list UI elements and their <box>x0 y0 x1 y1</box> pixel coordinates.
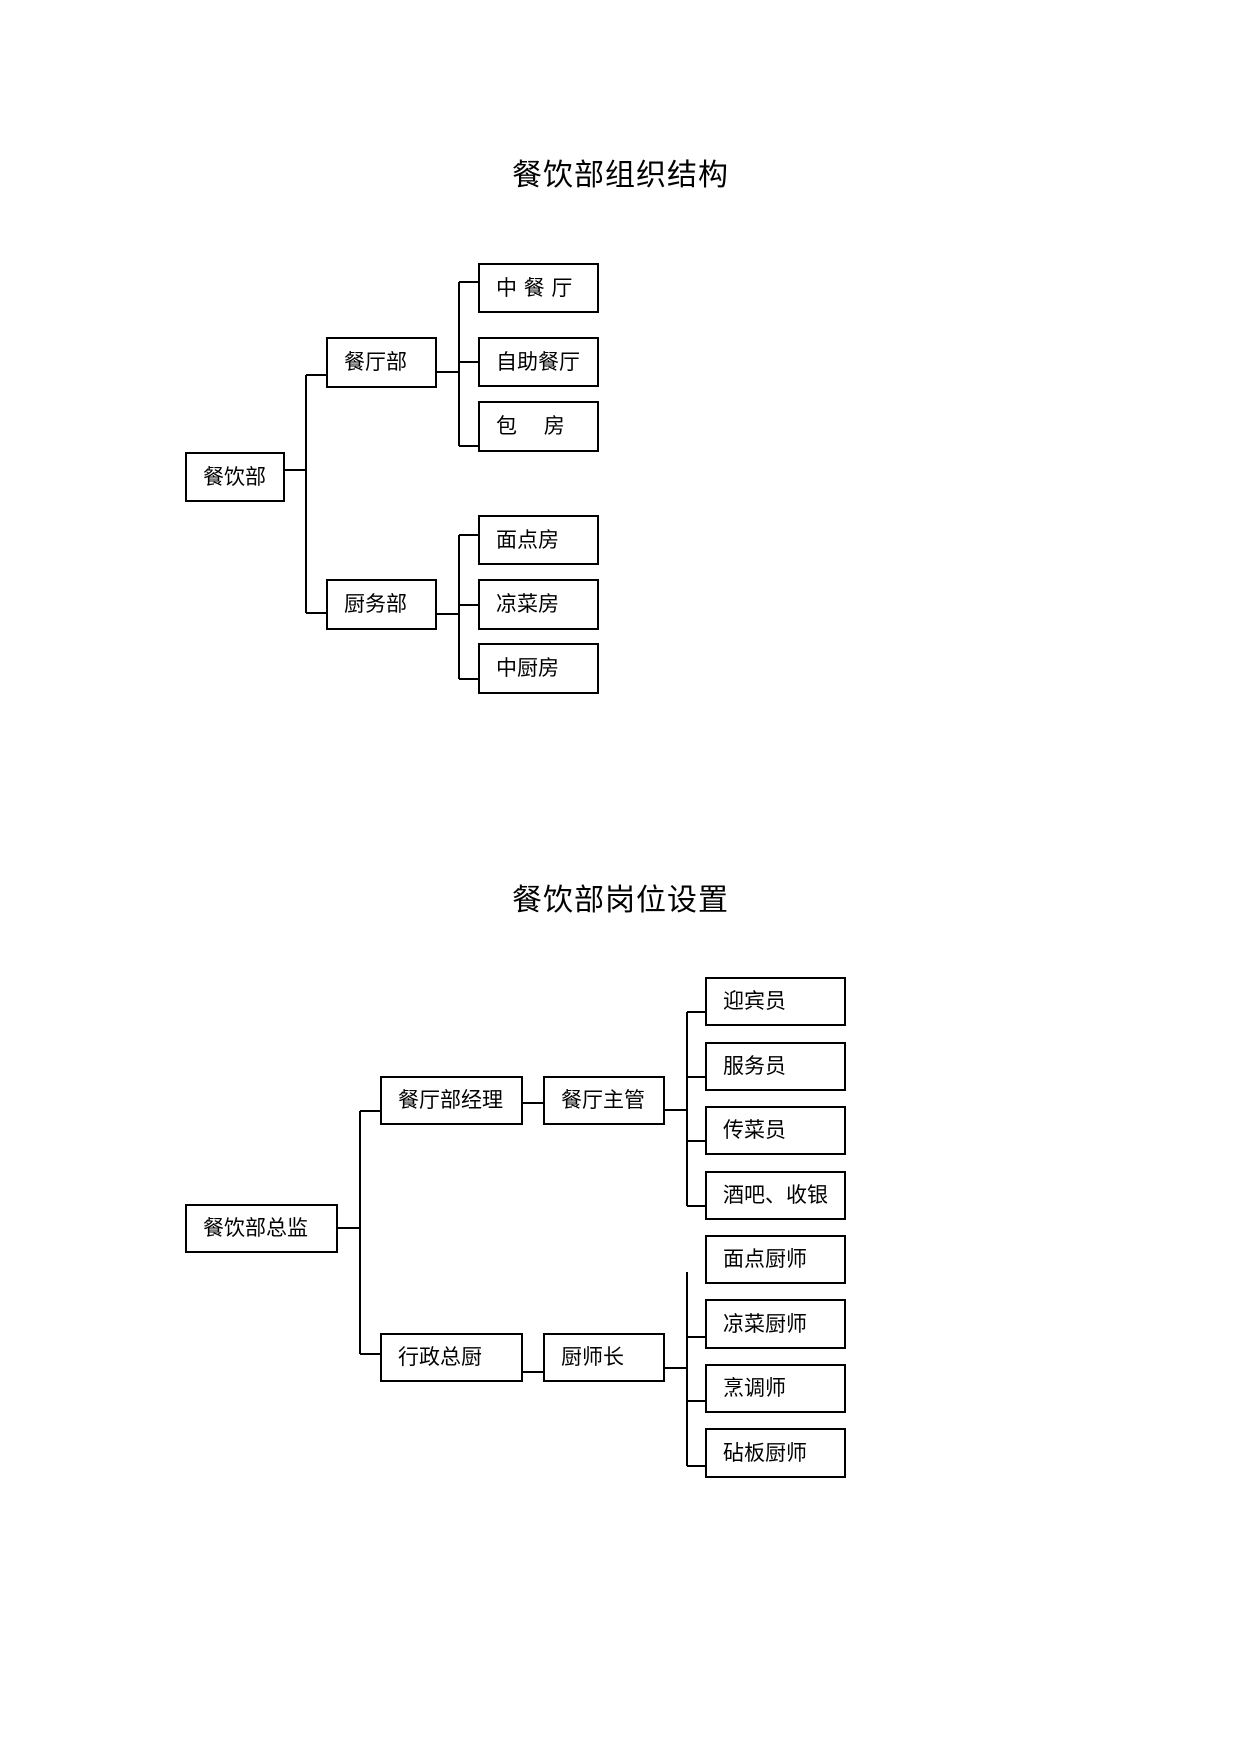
staff-cook-box: 烹调师 <box>705 1364 846 1413</box>
staff-cutting-chef-box: 砧板厨师 <box>705 1428 846 1478</box>
position-head-chef-box: 厨师长 <box>543 1333 665 1382</box>
unit-private-rooms: 包 房 <box>478 401 599 452</box>
dept-dining-box: 餐厅部 <box>326 337 437 388</box>
staff-bar-cashier-box: 酒吧、收银 <box>705 1171 846 1220</box>
staff-cold-dish-chef-box: 凉菜厨师 <box>705 1299 846 1349</box>
dept-kitchen-box: 厨务部 <box>326 579 437 630</box>
unit-buffet-restaurant: 自助餐厅 <box>478 337 599 387</box>
org-root-box: 餐饮部 <box>185 452 285 502</box>
position-dining-manager-box: 餐厅部经理 <box>380 1076 523 1125</box>
staff-greeter-box: 迎宾员 <box>705 977 846 1026</box>
unit-chinese-restaurant: 中 餐 厅 <box>478 263 599 313</box>
staff-waiter-box: 服务员 <box>705 1042 846 1091</box>
unit-pastry-room: 面点房 <box>478 515 599 565</box>
connector-root-to-depts <box>284 374 329 614</box>
staff-runner-box: 传菜员 <box>705 1106 846 1155</box>
connector-supervisor-to-staff <box>665 1011 707 1207</box>
connector-headchef-to-staff <box>665 1272 707 1467</box>
staff-pastry-chef-box: 面点厨师 <box>705 1235 846 1284</box>
connector-dining-to-units <box>437 281 481 447</box>
org-structure-title: 餐饮部组织结构 <box>512 158 729 193</box>
position-director-box: 餐饮部总监 <box>185 1204 338 1253</box>
unit-cold-dish-room: 凉菜房 <box>478 579 599 630</box>
connector-director-to-managers <box>338 1110 382 1355</box>
connector-kitchen-to-units <box>437 534 481 680</box>
positions-title: 餐饮部岗位设置 <box>512 883 729 918</box>
position-exec-chef-box: 行政总厨 <box>380 1333 523 1382</box>
position-dining-supervisor-box: 餐厅主管 <box>543 1076 665 1125</box>
unit-main-kitchen: 中厨房 <box>478 643 599 694</box>
